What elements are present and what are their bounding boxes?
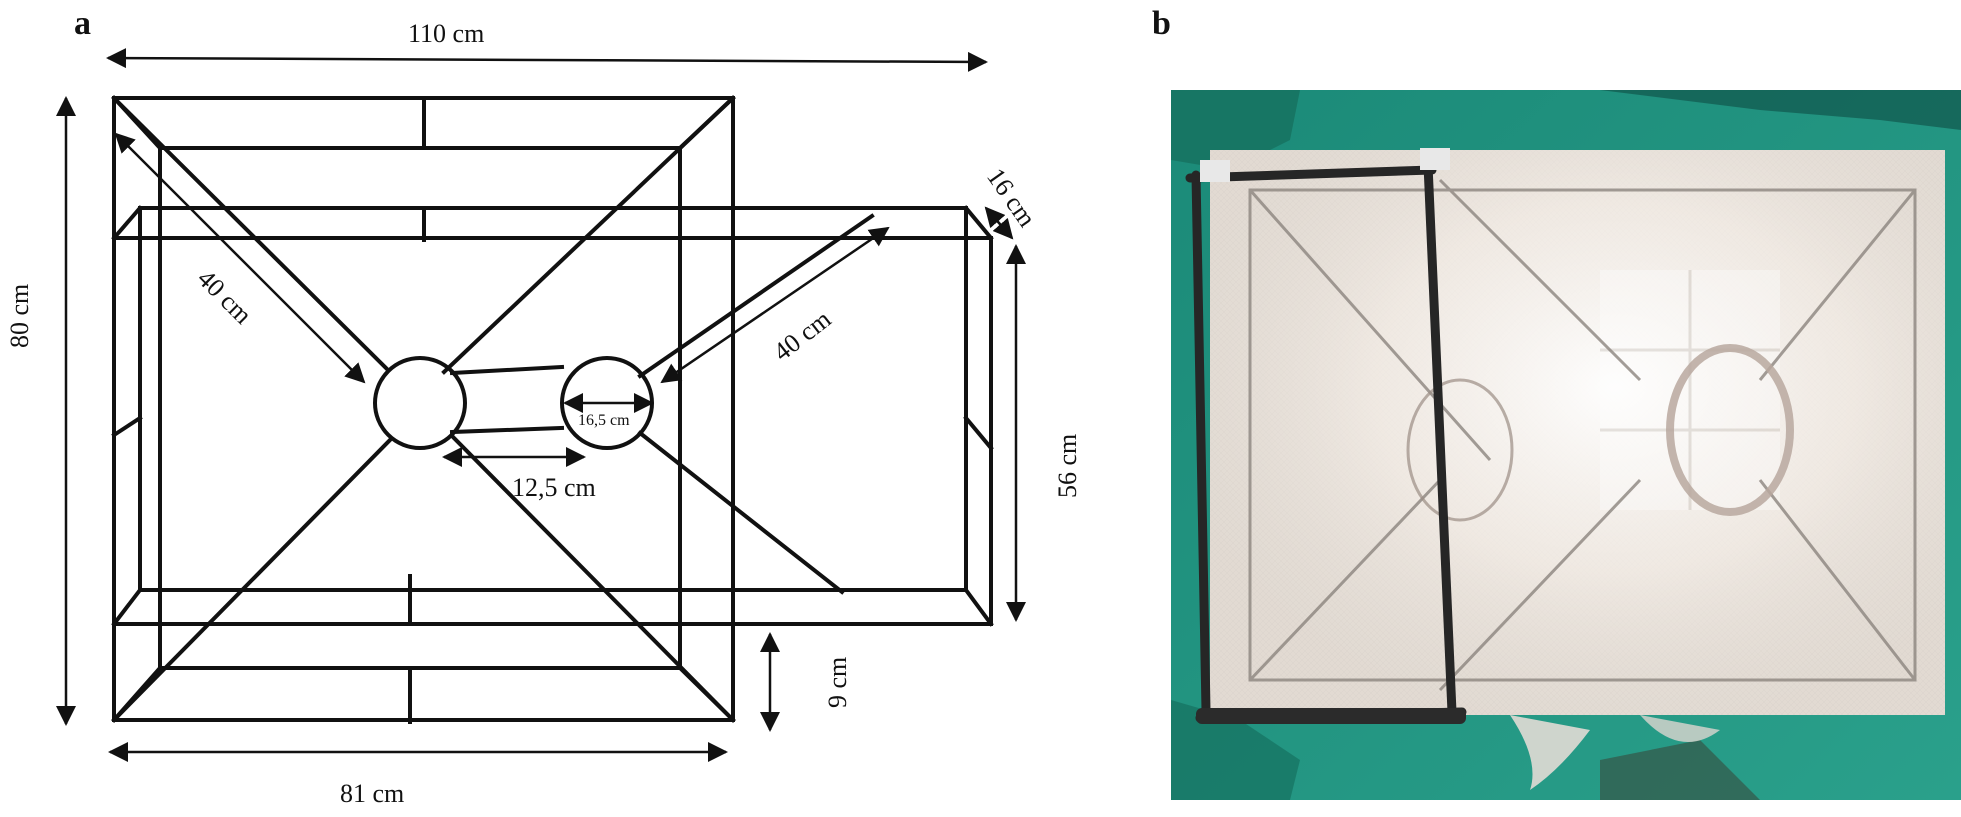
dimension-arrows [56, 48, 1026, 762]
trap-photo [1171, 90, 1961, 800]
left-hole [373, 356, 467, 450]
photo-right-hole [1666, 344, 1794, 516]
label-40cm-left: 40 cm [192, 264, 258, 330]
panel-a-letter: a [74, 5, 91, 42]
label-12-5cm: 12,5 cm [512, 473, 596, 502]
label-110cm: 110 cm [408, 19, 484, 48]
label-56cm: 56 cm [1053, 434, 1082, 498]
panel-b-letter: b [1152, 5, 1171, 42]
label-16-5cm: 16,5 cm [578, 412, 630, 429]
label-80cm: 80 cm [5, 284, 34, 348]
dimension-labels: 110 cm 80 cm 40 cm 16 cm 40 cm 56 cm 16,… [5, 19, 1082, 808]
support-wires [111, 95, 875, 723]
label-81cm: 81 cm [340, 779, 404, 808]
panel-b: b [1152, 5, 1961, 800]
panel-a: a [5, 5, 1082, 808]
photo-left-hole [1406, 378, 1514, 522]
label-40cm-right: 40 cm [768, 304, 836, 366]
label-9cm: 9 cm [823, 657, 852, 708]
label-16cm: 16 cm [981, 163, 1042, 232]
